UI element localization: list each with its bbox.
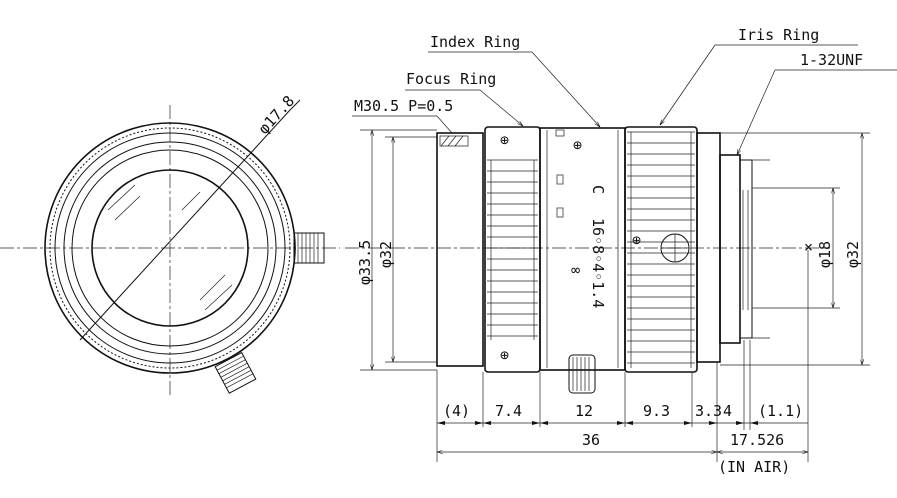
svg-text:φ18: φ18 <box>816 241 834 268</box>
index-ring: ⊕ ∞ C 16◦8◦4◦1.4 <box>539 127 626 371</box>
front-diameter-label: φ17.8 <box>255 92 299 138</box>
svg-text:⊕: ⊕ <box>500 131 509 149</box>
svg-text:3.3: 3.3 <box>695 402 722 420</box>
svg-text:(IN AIR): (IN AIR) <box>718 458 790 476</box>
front-view: φ17.8 <box>0 92 340 395</box>
aperture-scale: 16◦8◦4◦1.4 <box>589 218 607 308</box>
index-ring-label: Index Ring <box>430 33 520 51</box>
svg-text:36: 36 <box>582 431 600 449</box>
svg-text:7.4: 7.4 <box>495 402 522 420</box>
front-lens <box>91 169 249 327</box>
svg-text:(1.1): (1.1) <box>758 402 803 420</box>
svg-text:⊕: ⊕ <box>500 346 509 364</box>
focus-ring: ⊕ ⊕ <box>484 126 541 373</box>
infinity-mark: ∞ <box>571 261 580 279</box>
length-dimensions: (4) 7.4 12 9.3 3.3 4 (1.1) 36 17.526 (IN… <box>436 250 809 476</box>
bottom-screw-icon <box>214 351 257 394</box>
diameter-dimensions: φ33.5 φ32 φ18 φ32 × <box>356 129 870 371</box>
thread-label: M30.5 P=0.5 <box>354 97 453 115</box>
side-view: ⊕ ⊕ ⊕ ∞ C 16◦8◦4◦1.4 ⊕ <box>345 126 830 394</box>
side-screw-icon <box>293 232 325 264</box>
focus-ring-label: Focus Ring <box>406 70 496 88</box>
svg-text:(4): (4) <box>443 402 470 420</box>
iris-ring-label: Iris Ring <box>738 26 819 44</box>
svg-text:17.526: 17.526 <box>730 431 784 449</box>
callouts: Index Ring Iris Ring Focus Ring M30.5 P=… <box>352 26 897 155</box>
iris-ring: ⊕ <box>624 126 698 373</box>
svg-text:×: × <box>804 238 813 256</box>
svg-text:⊕: ⊕ <box>573 136 582 154</box>
svg-text:φ33.5: φ33.5 <box>356 240 374 285</box>
svg-text:⊕: ⊕ <box>632 231 641 249</box>
svg-text:12: 12 <box>575 402 593 420</box>
svg-text:φ32: φ32 <box>377 241 395 268</box>
svg-text:4: 4 <box>723 402 732 420</box>
knurl-outer <box>44 122 296 374</box>
c-mark: C <box>589 185 607 194</box>
svg-text:9.3: 9.3 <box>643 402 670 420</box>
mount-thread-label: 1-32UNF <box>800 51 863 69</box>
locking-screw-icon <box>568 354 596 394</box>
svg-text:φ32: φ32 <box>844 241 862 268</box>
